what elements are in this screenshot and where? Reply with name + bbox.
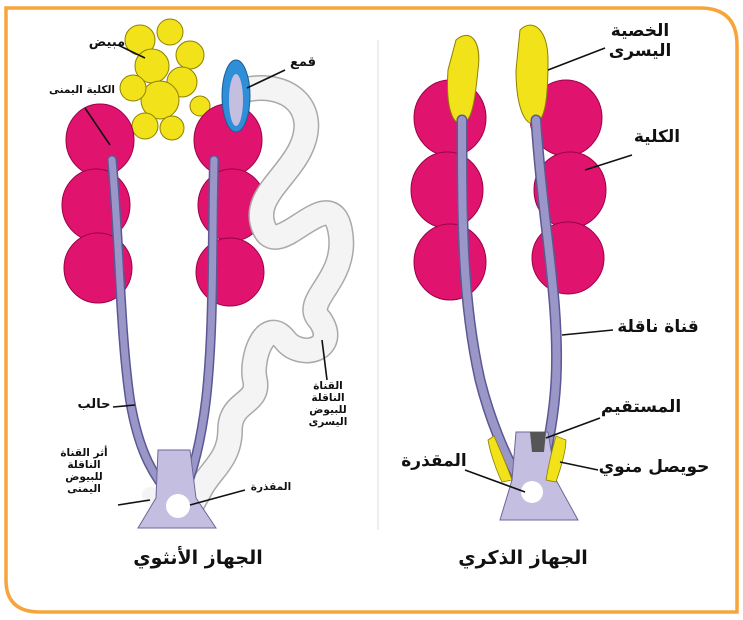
left-testis-label-line: اليسرى — [598, 42, 682, 62]
right-oviduct-trace-label-line: اليمنى — [48, 483, 120, 495]
male-kidney-right — [411, 80, 486, 300]
funnel — [222, 60, 250, 132]
left-oviduct-label-line: الناقلة — [298, 392, 358, 404]
male-system-title: الجهاز الذكري — [448, 548, 598, 570]
female-system-title: الجهاز الأنثوي — [118, 548, 278, 570]
male-rectum — [530, 432, 546, 452]
right-kidney-label: الكلية اليمنى — [34, 84, 130, 96]
funnel-label: قمع — [283, 56, 323, 71]
vas-deferens-label: قناة ناقلة — [608, 318, 708, 338]
ureter-label: حالب — [74, 398, 114, 413]
left-oviduct-label-line: اليسرى — [298, 416, 358, 428]
left-oviduct-label-line: القناة — [298, 380, 358, 392]
seminal-vesicle-label: حويصل منوي — [596, 458, 712, 478]
male-system — [411, 25, 632, 520]
left-oviduct-label: القناة الناقلة للبيوض اليسرى — [298, 380, 358, 428]
right-oviduct-trace-label: أثر القناة الناقلة للبيوض اليمنى — [48, 447, 120, 495]
left-testis-label: الخصية اليسرى — [598, 22, 682, 61]
right-oviduct-trace-label-line: الناقلة — [48, 459, 120, 471]
left-oviduct-label-line: للبيوض — [298, 404, 358, 416]
male-testis-left — [516, 25, 548, 124]
left-testis-label-line: الخصية — [598, 22, 682, 42]
right-oviduct-trace-label-line: أثر القناة — [48, 447, 120, 459]
ovary — [120, 19, 210, 140]
right-oviduct-trace-label-line: للبيوض — [48, 471, 120, 483]
ovary-label: مبيض — [82, 36, 132, 51]
male-cloaca-label: المقذرة — [392, 452, 476, 472]
orange-frame — [6, 8, 737, 612]
male-kidney-label: الكلية — [622, 128, 692, 148]
rectum-label: المستقيم — [592, 398, 690, 418]
female-cloaca-label: المقذرة — [242, 481, 300, 493]
